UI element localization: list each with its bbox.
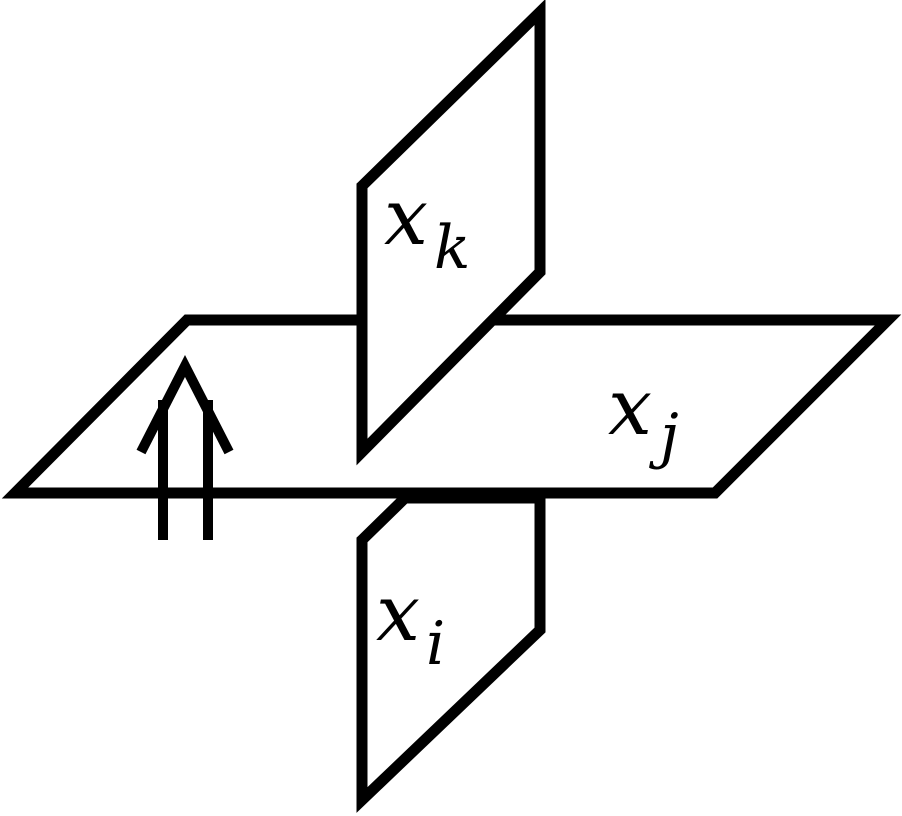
plane-xi-lower [356,492,546,813]
plane-xk [356,0,546,466]
arrow-head [136,355,234,455]
up-double-arrow-icon [136,355,234,540]
